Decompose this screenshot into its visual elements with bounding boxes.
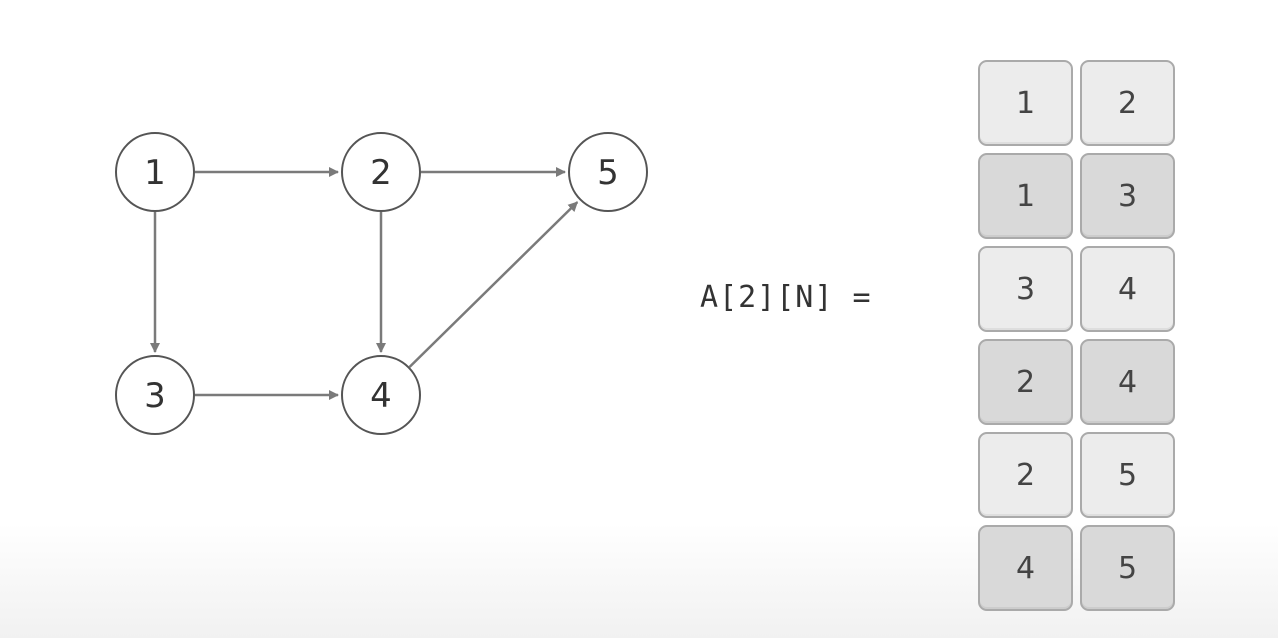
edges [150,167,579,400]
node-circle [341,355,421,435]
graph-node-1: 1 [115,132,195,212]
node-circle [568,132,648,212]
matrix-cell-r2-c1: 1 [978,153,1073,239]
node-label: 2 [370,153,392,193]
edge-4-to-5 [408,201,579,368]
node-circle [115,132,195,212]
nodes: 1 2 5 3 4 [115,132,648,435]
matrix-cell-r1-c2: 2 [1080,60,1175,146]
matrix-cell-r3-c1: 3 [978,246,1073,332]
node-label: 4 [370,376,392,416]
graph-node-4: 4 [341,355,421,435]
node-label: 3 [144,376,166,416]
matrix-cell-r4-c1: 2 [978,339,1073,425]
directed-graph: 1 2 5 3 4 [115,132,648,435]
node-label: 1 [144,153,166,193]
matrix-cell-r4-c2: 4 [1080,339,1175,425]
node-circle [115,355,195,435]
graph-node-5: 5 [568,132,648,212]
graph-node-3: 3 [115,355,195,435]
matrix-cell-r6-c1: 4 [978,525,1073,611]
matrix-cell-r5-c1: 2 [978,432,1073,518]
matrix-cell-r1-c1: 1 [978,60,1073,146]
matrix-cell-r6-c2: 5 [1080,525,1175,611]
matrix-cell-r5-c2: 5 [1080,432,1175,518]
matrix-cell-r2-c2: 3 [1080,153,1175,239]
node-label: 5 [597,153,619,193]
graph-node-2: 2 [341,132,421,212]
node-circle [341,132,421,212]
adjacency-formula-label: A[2][N] = [700,280,872,315]
matrix-cell-r3-c2: 4 [1080,246,1175,332]
